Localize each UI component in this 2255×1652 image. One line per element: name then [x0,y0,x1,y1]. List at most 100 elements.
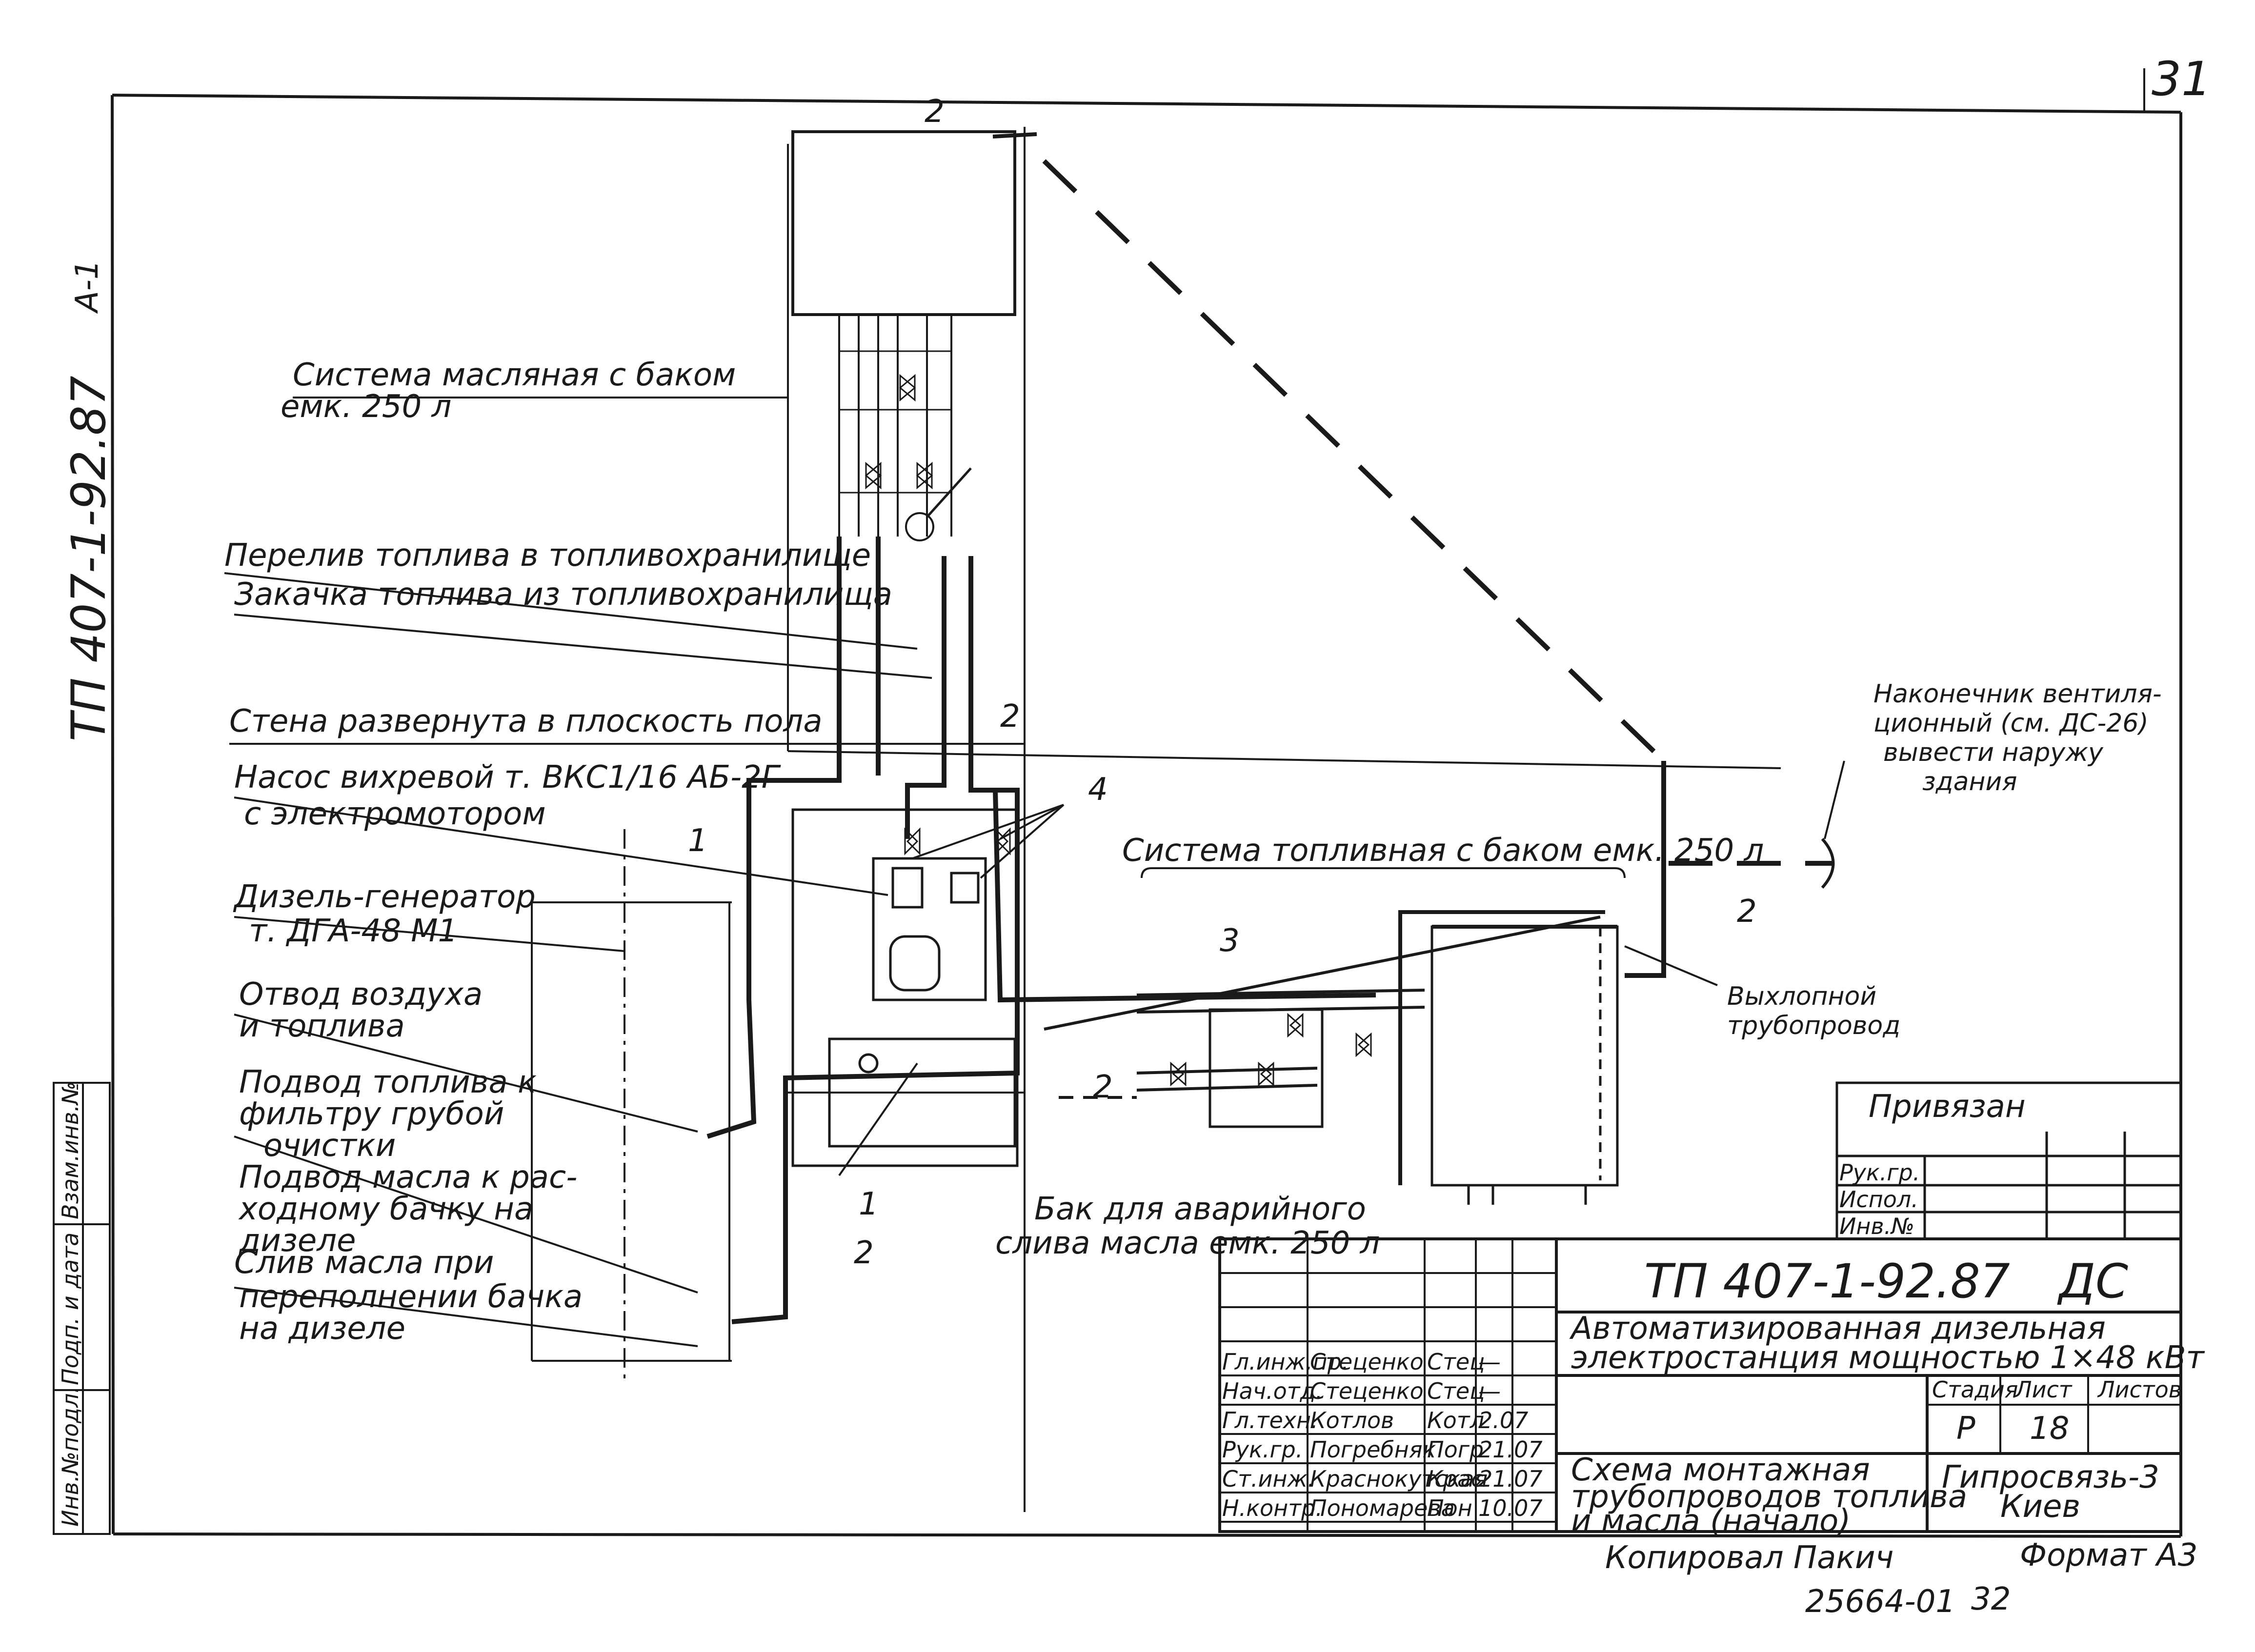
callout-number: 1 [688,823,708,859]
pump-label: Насос вихревой т. ВКС1/16 АБ-2Г [234,759,781,796]
wall-label: Стена развернута в плоскость пола [229,703,823,739]
signature-date: 2.07 [1478,1407,1528,1433]
signature-role: Гл.техн. [1222,1407,1318,1433]
signature-date: 21.07 [1478,1436,1543,1463]
signature-name: Стеценко [1310,1349,1424,1375]
oil-tank [791,130,1016,541]
organization: Киев [2000,1489,2080,1525]
inventory-number: 25664-01 [1805,1584,1955,1620]
signature-name: Пономарева [1310,1495,1455,1521]
title-block [1218,1237,2182,1533]
signature-sign: Стец [1427,1349,1485,1375]
vent-tip-label: Наконечник вентиля- [1873,679,2162,709]
fuel-system-label: Система топливная с баком емк. 250 л [1122,833,1764,869]
signature-sign: Погр [1427,1436,1484,1463]
drawing-title: и масла (начало) [1571,1503,1851,1539]
side-stamp [53,1082,111,1535]
project-title: Автоматизированная дизельная [1569,1311,2106,1347]
signature-role: Н.контр. [1222,1495,1323,1521]
callout-number: 3 [1220,923,1240,959]
privyazan-row: Инв.№ [1839,1213,1914,1239]
sheet-value: 18 [2030,1411,2069,1447]
drawing-title: трубопроводов топлива [1571,1479,1967,1515]
copied-by: Копировал Пакич [1605,1540,1893,1576]
side-stamp-cell: Подп. и дата [57,1233,83,1385]
side-stamp-cell: Взам.инв.№ [57,1081,83,1219]
callout-number: 2 [1737,894,1757,930]
pump-assembly [791,808,1019,1167]
signature-role: Рук.гр. [1222,1436,1303,1463]
fuel-system-brace [1141,867,1626,878]
callout-number: 2 [925,94,945,130]
stage-header: Стадия [1932,1376,2018,1403]
stage-value: Р [1956,1411,1975,1447]
footer-page: 32 [1971,1581,2011,1617]
signature-name: Стеценко [1310,1378,1424,1404]
callout-number: 2 [1093,1069,1113,1105]
exhaust-piping [992,132,1835,978]
signature-sign: Пон [1427,1495,1472,1521]
emergency-tank-label: слива масла емк. 250 л [995,1225,1380,1261]
vent-tip-label: вывести наружу [1883,738,2104,767]
air-fuel-label: и топлива [239,1008,405,1044]
callout-number: 4 [1088,772,1108,808]
side-stamp-cell: Инв.№подл. [57,1386,83,1527]
fuel-supply-label: Подвод топлива к [239,1064,537,1100]
signature-sign: Котл [1427,1407,1484,1433]
sheet-header: Лист [2014,1376,2073,1403]
oil-supply-label: ходному бачку на [238,1191,533,1227]
diesel-label: Дизель-генератор [233,879,536,915]
callout-number: 2 [854,1235,874,1271]
signature-name: Краснокутская [1310,1466,1488,1492]
side-doc-code: ТП 407-1-92.87 [61,376,116,741]
fuel-tank [1044,910,1619,1205]
oil-supply-label: дизеле [239,1223,356,1259]
privyazan-title: Привязан [1869,1089,2026,1125]
organization: Гипросвязь-3 [1942,1459,2159,1495]
oil-system-label: Система масляная с баком [293,357,736,393]
pump-label: с электромотором [244,796,546,832]
fuel-pumping-label: Закачка топлива из топливохранилища [234,577,892,613]
fuel-supply-label: фильтру грубой [239,1096,504,1132]
signature-sign: Стец [1427,1378,1485,1404]
signature-name: Котлов [1310,1407,1394,1433]
oil-drain-label: на дизеле [239,1311,405,1347]
doc-mark: ДС [2057,1254,2128,1309]
vent-tip-label: ционный (см. ДС-26) [1873,709,2149,738]
doc-code: ТП 407-1-92.87 [1644,1254,2010,1309]
paper-format: Формат А3 [2020,1537,2198,1573]
side-sheet-mark: А-1 [69,259,105,314]
signature-sign: Крас [1427,1466,1483,1492]
signature-table: Гл.инж.пр. Стеценко Стец — Нач.отд. Стец… [1222,1349,1543,1521]
fuel-overflow-label: Перелив топлива в топливохранилище [224,537,871,574]
signature-role: Ст.инж. [1222,1466,1315,1492]
signature-name: Погребняк [1310,1436,1436,1463]
signature-date: 10.07 [1478,1495,1543,1521]
exhaust-label: Выхлопной [1727,982,1876,1011]
page-number: 31 [2152,52,2211,106]
signature-role: Нач.отд. [1222,1378,1323,1404]
signature-date: — [1478,1378,1501,1404]
privyazan-block [1835,1081,2182,1240]
diesel-label: т. ДГА-48 М1 [249,913,458,949]
emergency-tank-label: Бак для аварийного [1034,1191,1366,1227]
oil-system-label: емк. 250 л [281,389,451,425]
callout-number: 2 [1000,698,1020,735]
oil-supply-label: Подвод масла к рас- [239,1159,577,1195]
signature-date: — [1478,1349,1501,1375]
privyazan-row: Испол. [1839,1186,1918,1213]
drawing-title: Схема монтажная [1571,1452,1870,1488]
exhaust-label: трубопровод [1727,1011,1900,1040]
privyazan-row: Рук.гр. [1839,1159,1920,1186]
sheets-header: Листов [2097,1376,2182,1403]
oil-drain-label: переполнении бачка [239,1279,583,1315]
leader-lines [224,397,1845,1347]
signature-date: 21.07 [1478,1466,1543,1492]
building-lines [531,127,1781,1512]
vent-tip-label: здания [1922,767,2017,796]
project-title: электростанция мощностью 1×48 кВт [1571,1340,2205,1376]
fuel-supply-label: очистки [263,1128,396,1164]
oil-drain-label: Слив масла при [234,1245,494,1281]
air-fuel-label: Отвод воздуха [239,976,483,1013]
